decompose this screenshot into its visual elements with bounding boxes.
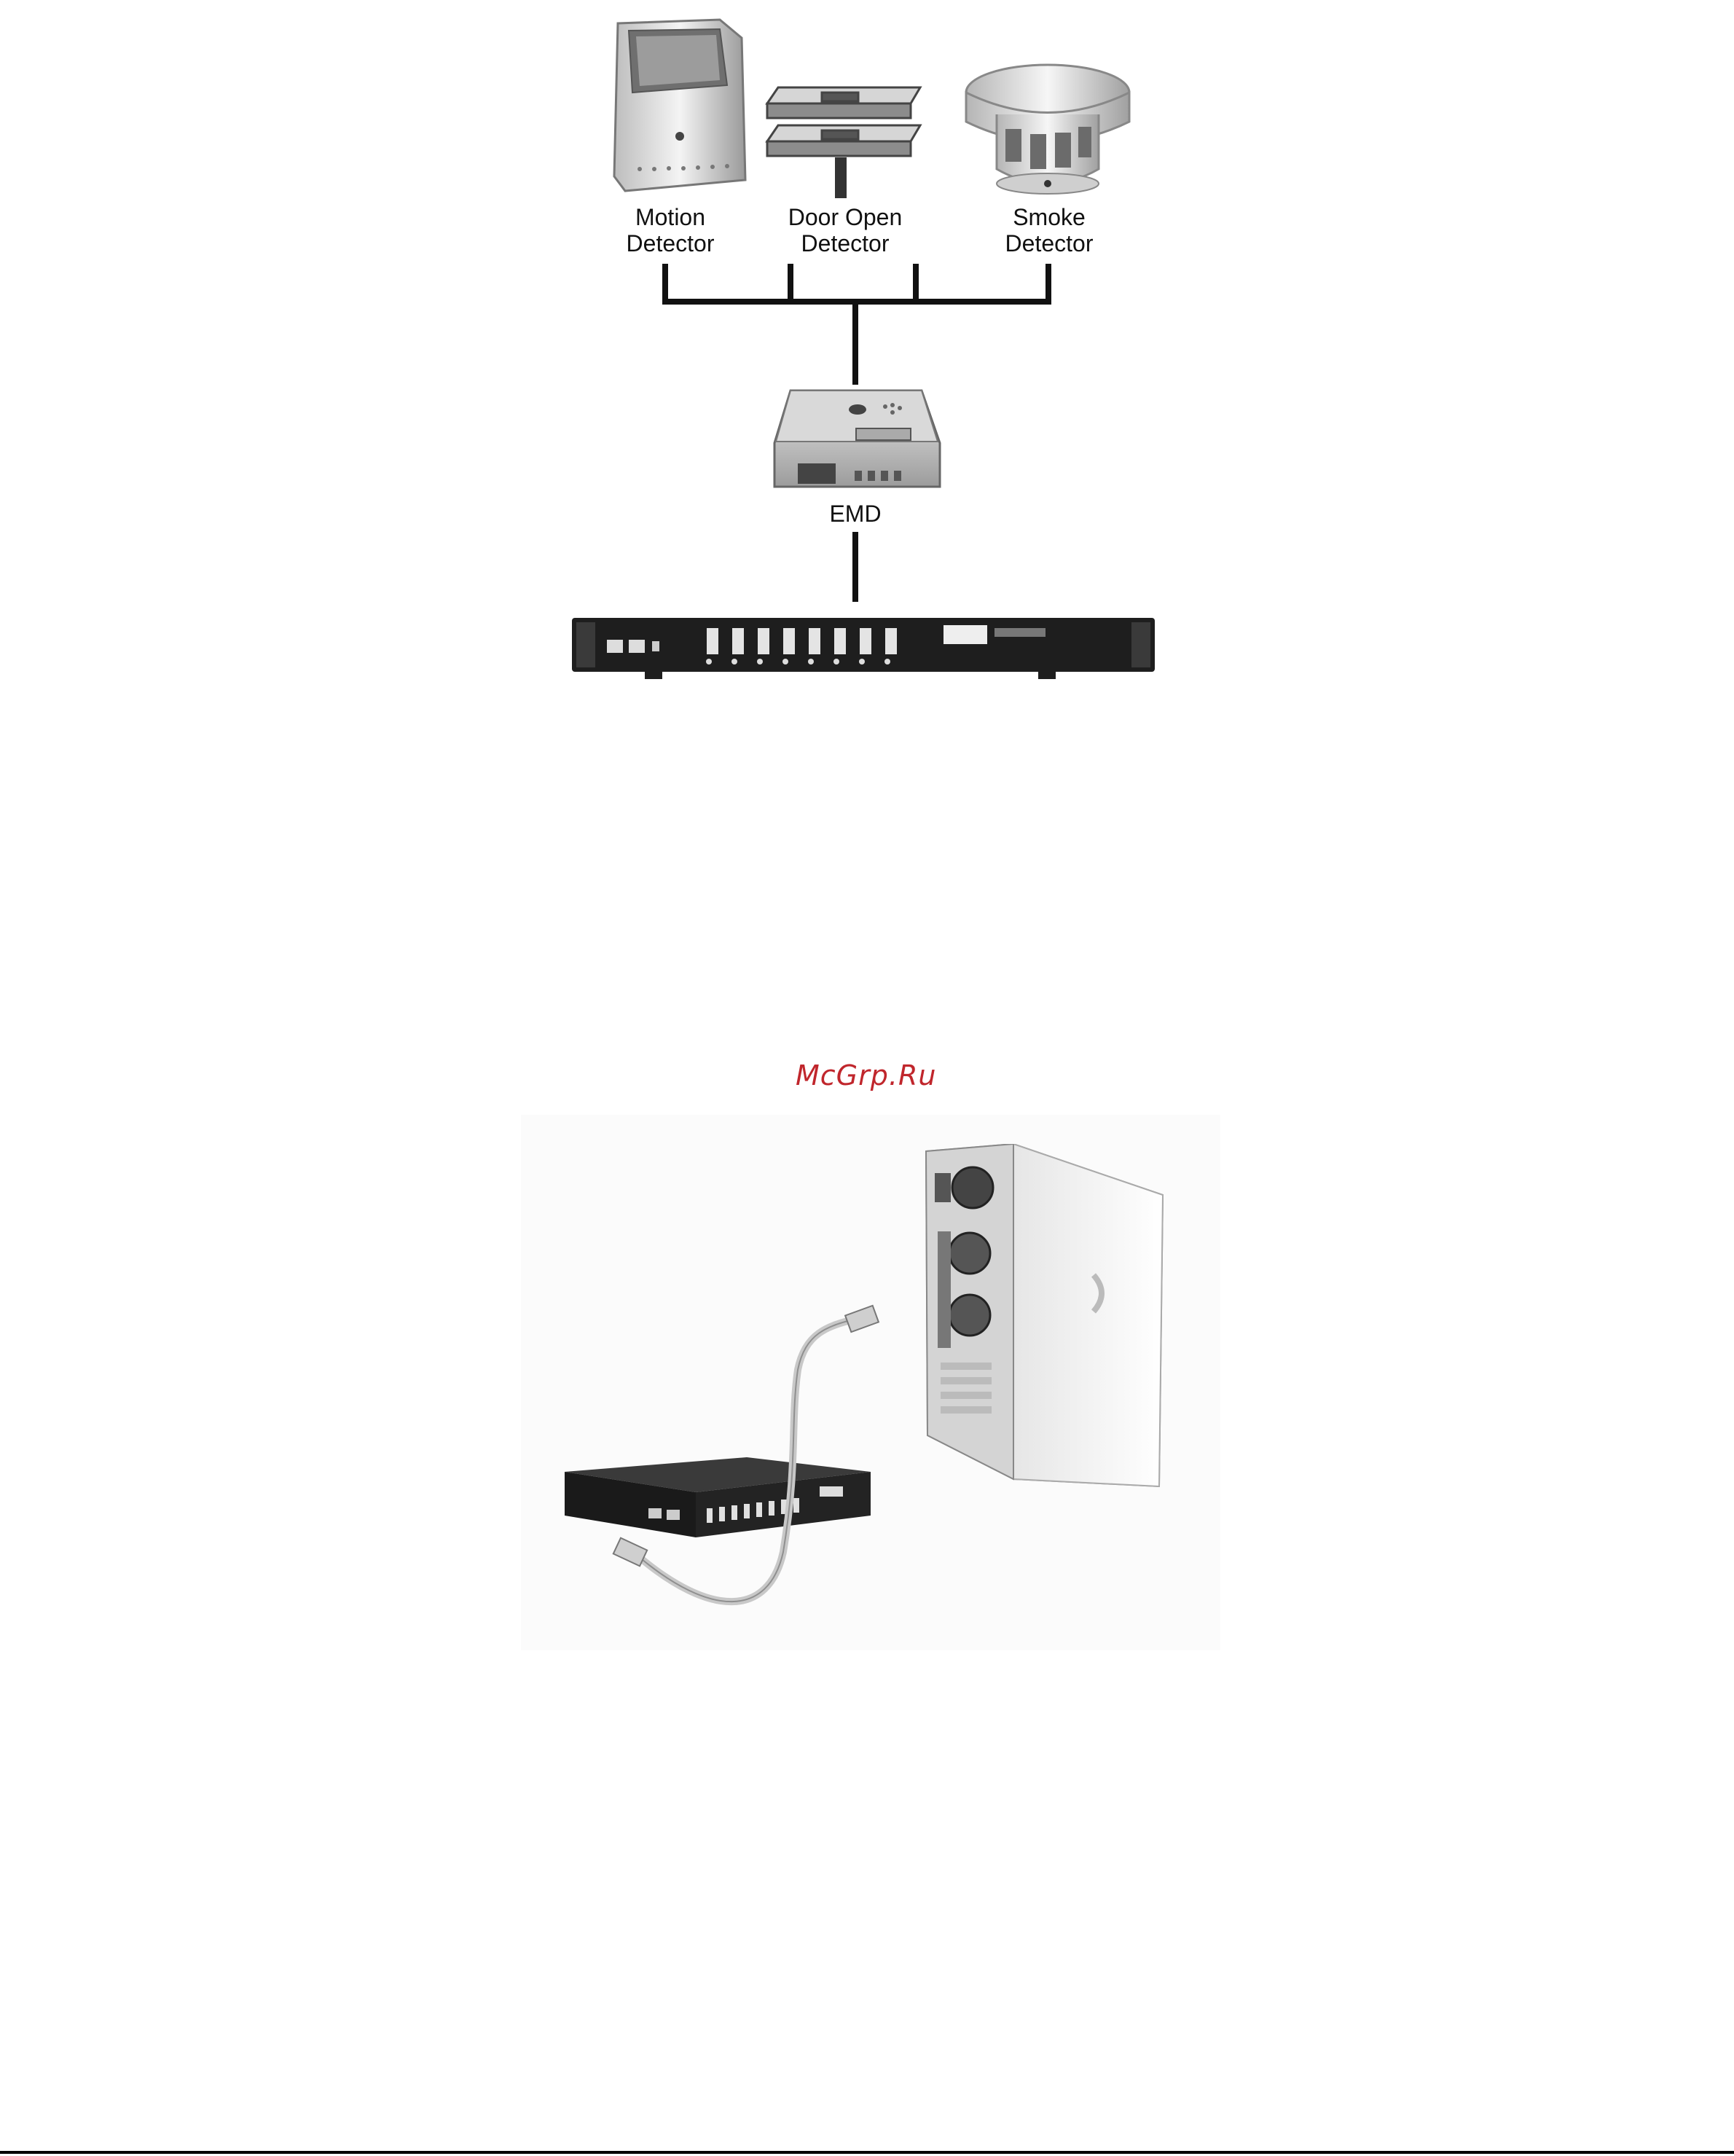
- emd-label: EMD: [782, 501, 928, 527]
- sensor-connection-lines: [0, 0, 1734, 699]
- sensor-diagram: Motion Detector Door Open Detector Smoke…: [0, 0, 1734, 699]
- page-bottom-rule: [0, 2151, 1734, 2154]
- emd-device-image: [769, 385, 944, 494]
- rack-unit-image: [572, 618, 1155, 679]
- pc-connection-diagram: [521, 1115, 1220, 1650]
- connection-cable: [521, 1115, 1220, 1650]
- watermark-text: McGrp.Ru: [796, 1059, 936, 1091]
